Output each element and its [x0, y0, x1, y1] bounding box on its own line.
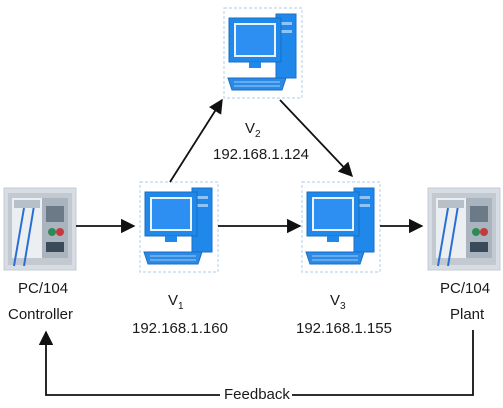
feedback-label-bg	[220, 386, 292, 404]
v1-ip: 192.168.1.160	[132, 320, 228, 337]
controller-line1: PC/104	[18, 280, 69, 297]
feedback-label: Feedback	[224, 386, 290, 403]
v1-label: V1	[168, 292, 184, 312]
v1-subscript: 1	[178, 301, 184, 312]
arrow-v1-to-v2	[169, 98, 223, 183]
computer-v3-icon	[301, 181, 381, 273]
computer-v2-icon	[223, 7, 303, 99]
v2-label: V2	[245, 120, 261, 140]
v3-name: V	[330, 292, 341, 309]
v1-name: V	[168, 292, 179, 309]
v2-ip: 192.168.1.124	[213, 146, 309, 163]
plant-line2: Plant	[450, 306, 485, 323]
v2-subscript: 2	[255, 129, 261, 140]
computer-v1-icon	[139, 181, 219, 273]
v3-subscript: 3	[340, 301, 346, 312]
v3-ip: 192.168.1.155	[296, 320, 392, 337]
controller-line2: Controller	[8, 306, 74, 323]
plant-line1: PC/104	[440, 280, 491, 297]
arrow-v2-to-v3	[279, 99, 353, 178]
v3-label: V3	[330, 292, 346, 312]
pc104-plant-icon	[427, 187, 501, 271]
pc104-controller-icon	[3, 187, 77, 271]
v2-name: V	[245, 120, 256, 137]
